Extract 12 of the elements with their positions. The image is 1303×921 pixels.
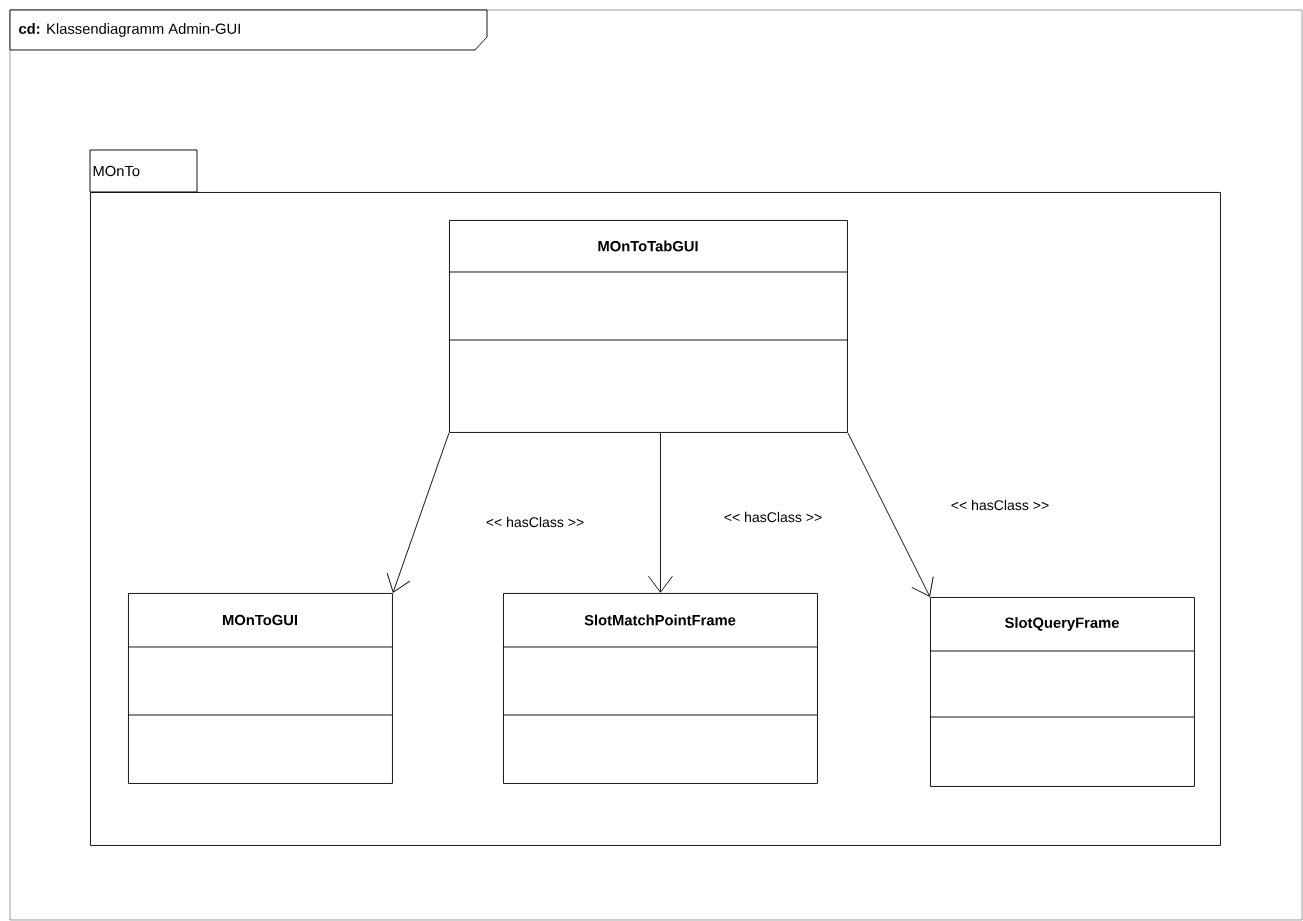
edge-label: << hasClass >> bbox=[950, 499, 1050, 511]
class-box: MOnToTabGUI bbox=[448, 220, 848, 433]
arrow bbox=[648, 432, 673, 593]
edge-label: << hasClass >> bbox=[723, 511, 823, 523]
class-box: MOnToGUI bbox=[127, 593, 393, 784]
arrow bbox=[386, 432, 450, 593]
title-tab: cd: Klassendiagramm Admin-GUI bbox=[9, 9, 488, 51]
edge-label: << hasClass >> bbox=[485, 516, 585, 528]
class-box: SlotMatchPointFrame bbox=[502, 593, 818, 784]
arrow bbox=[847, 432, 934, 597]
class-box: SlotQueryFrame bbox=[929, 597, 1195, 787]
node-label: MOnTo bbox=[93, 165, 140, 177]
